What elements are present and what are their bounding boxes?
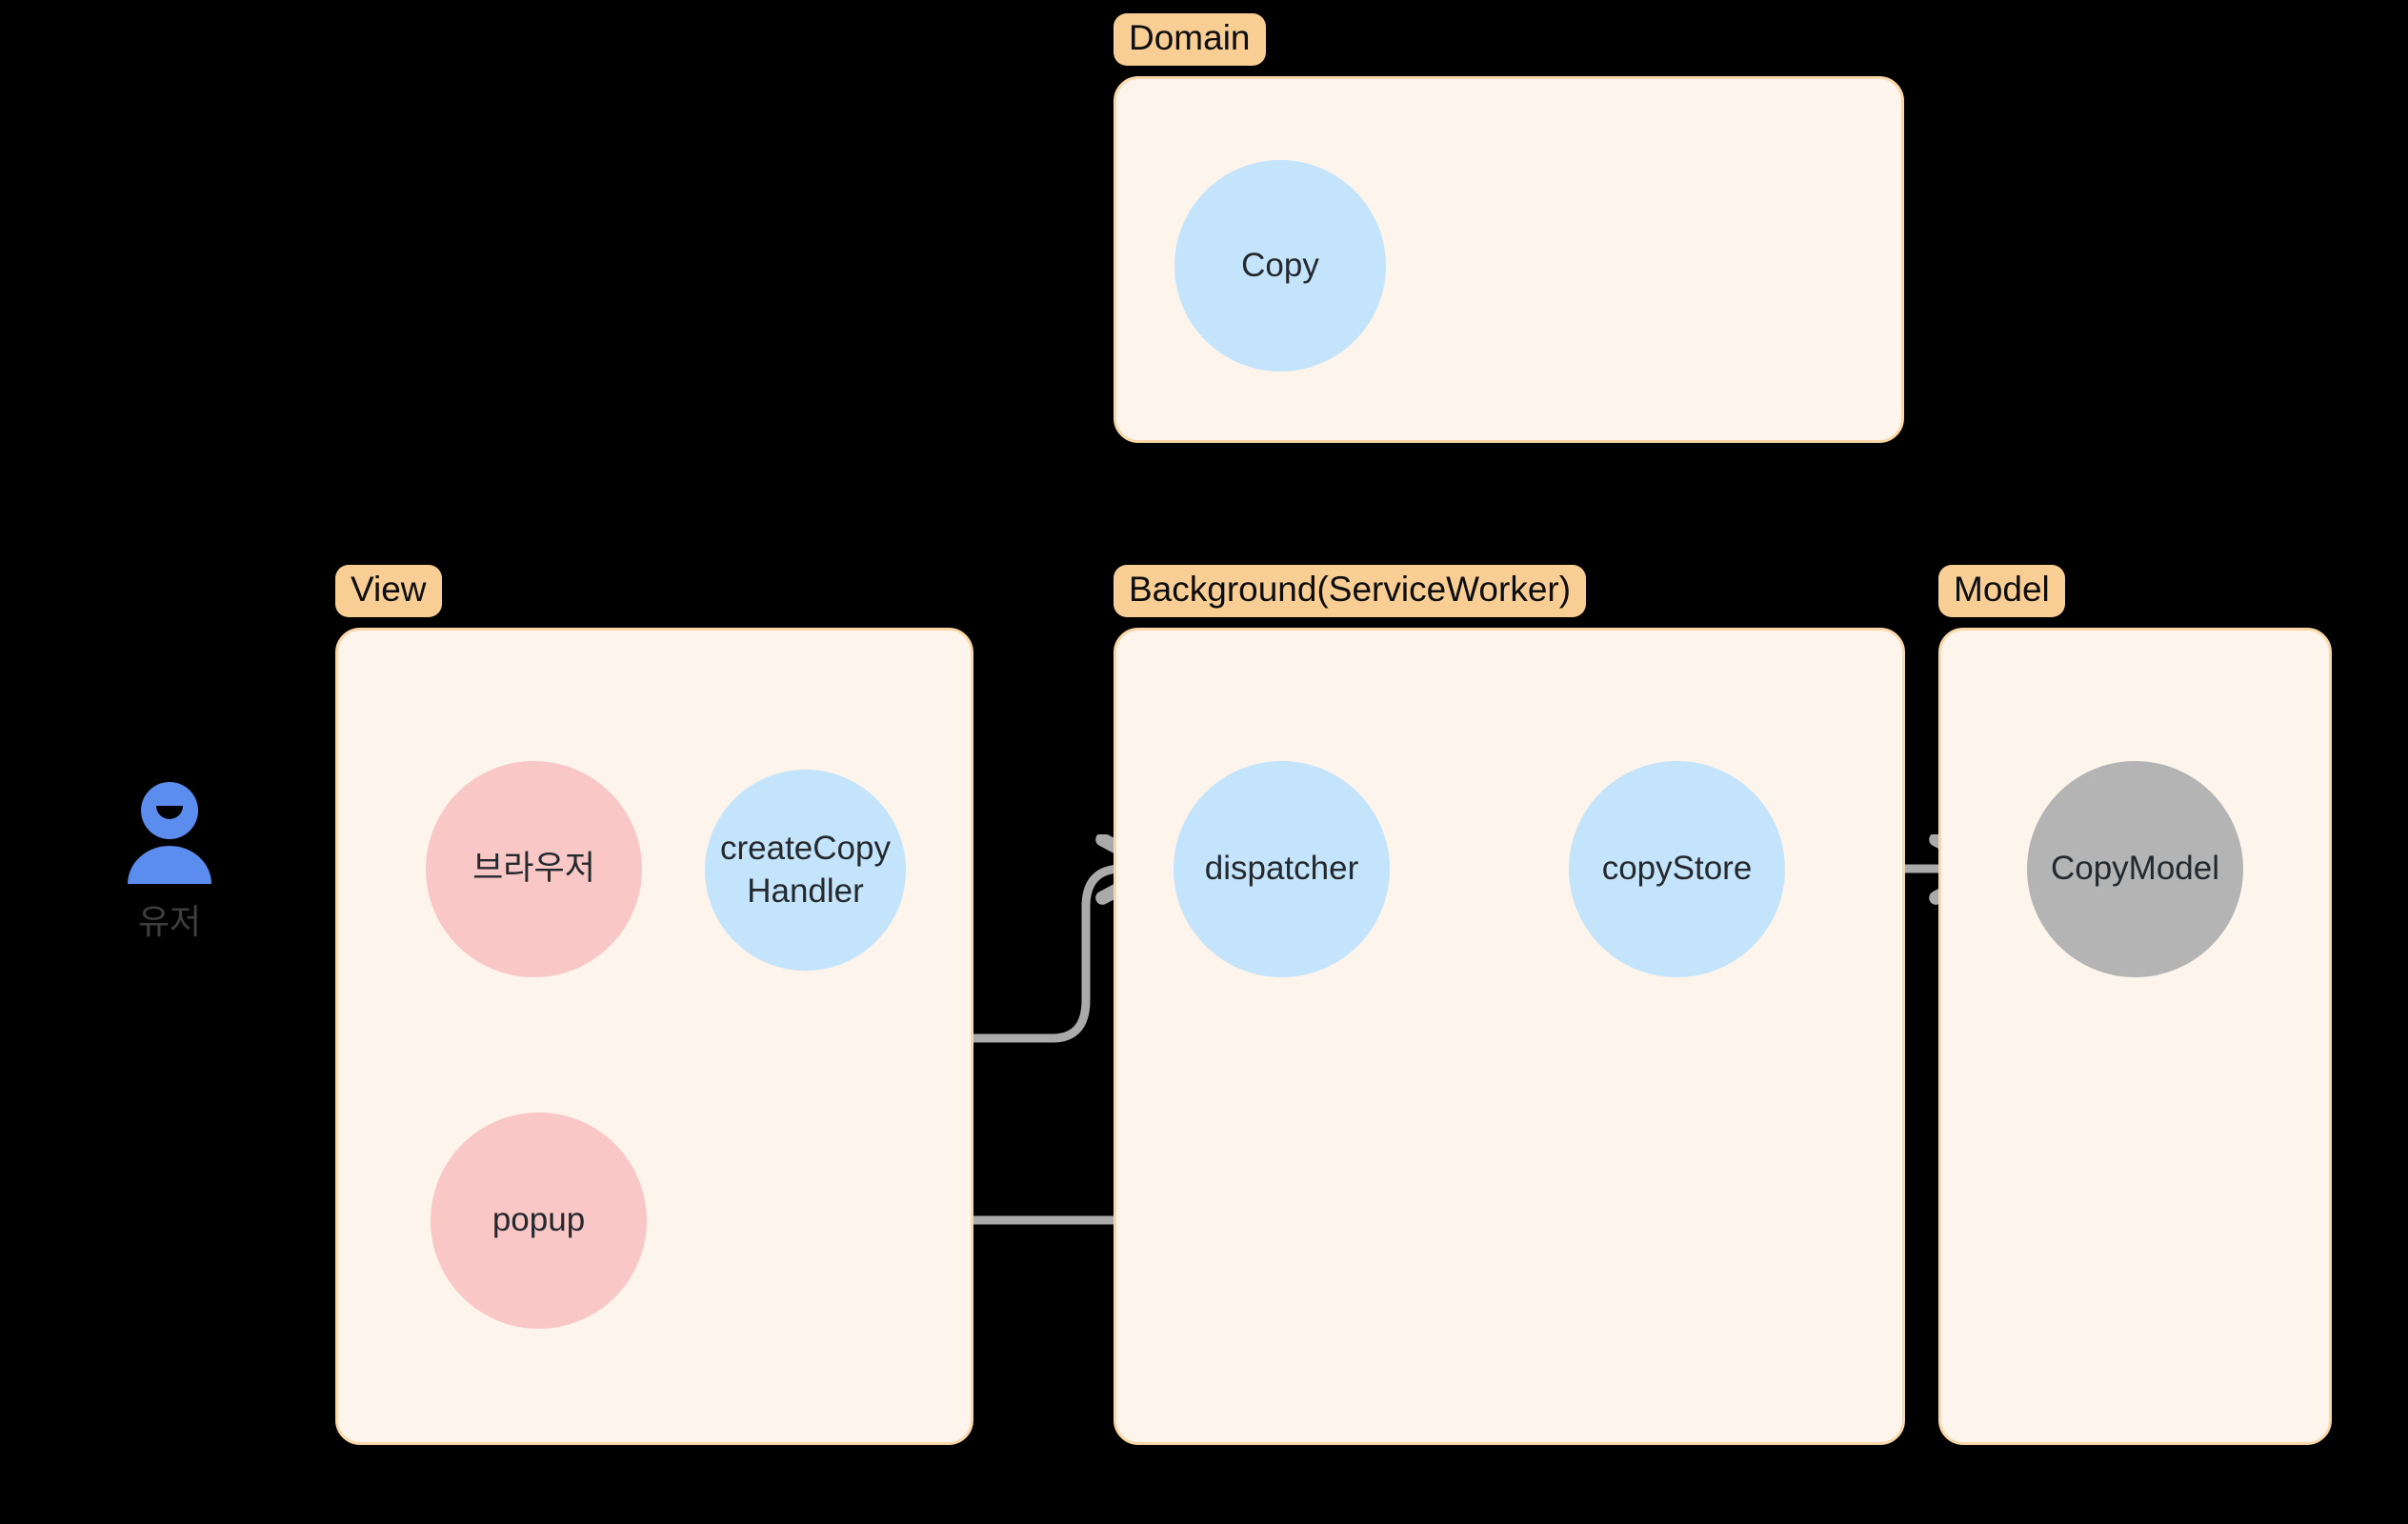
group-panel-background (1114, 628, 1905, 1445)
actor-user[interactable]: 유저 (122, 779, 217, 939)
node-popup[interactable]: popup (431, 1113, 647, 1329)
group-label-background: Background(ServiceWorker) (1114, 565, 1587, 617)
group-label-model: Model (1938, 565, 2065, 617)
node-copy[interactable]: Copy (1174, 160, 1386, 371)
actor-user-label: 유저 (137, 902, 202, 941)
node-create-copy-handler[interactable]: createCopyHandler (705, 770, 906, 971)
group-panel-view (335, 628, 973, 1445)
node-dispatcher[interactable]: dispatcher (1174, 761, 1390, 977)
node-browser[interactable]: 브라우저 (426, 761, 642, 977)
group-label-view: View (335, 565, 442, 617)
group-label-domain: Domain (1114, 13, 1266, 66)
node-copy-store[interactable]: copyStore (1569, 761, 1785, 977)
node-copy-model[interactable]: CopyModel (2027, 761, 2243, 977)
group-panel-model (1938, 628, 2332, 1445)
user-person-icon (128, 782, 211, 884)
